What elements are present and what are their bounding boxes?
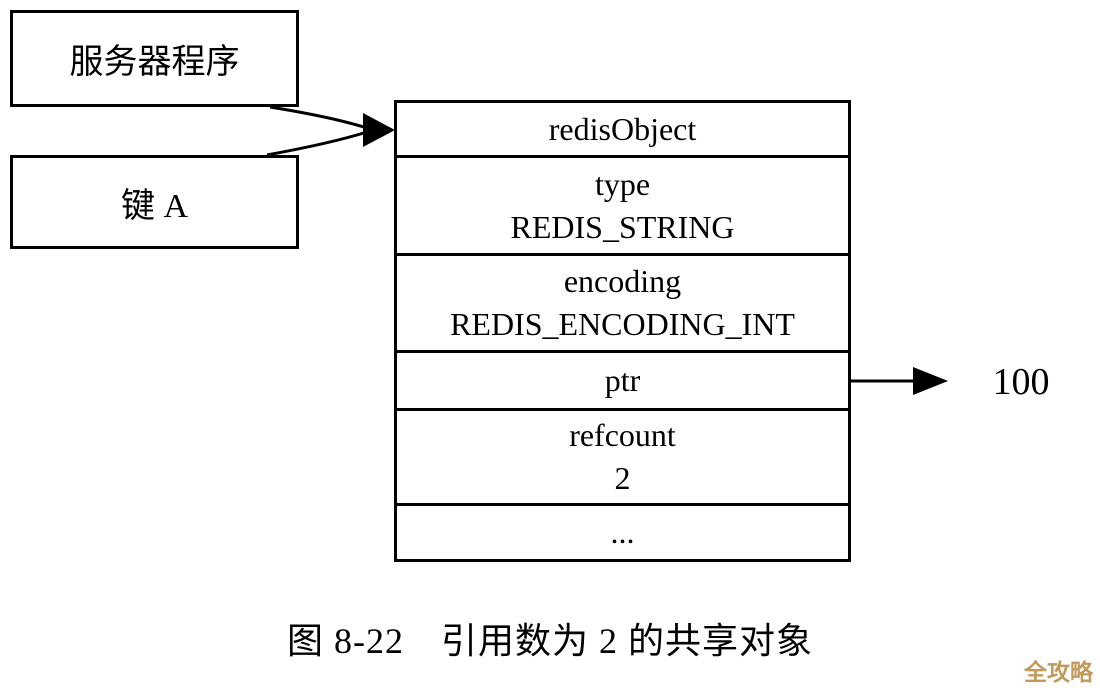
row-field-name: type [594, 165, 651, 202]
row-text: ... [610, 514, 635, 551]
table-row-encoding: encoding REDIS_ENCODING_INT [397, 256, 848, 353]
row-field-name: encoding [563, 263, 682, 300]
redis-object-table: redisObject type REDIS_STRING encoding R… [394, 100, 851, 562]
row-field-value: REDIS_STRING [510, 208, 735, 245]
key-a-box: 键 A [10, 155, 299, 249]
table-row-ellipsis: ... [397, 506, 848, 559]
row-field-value: 2 [614, 460, 631, 496]
server-program-label: 服务器程序 [69, 44, 240, 81]
ptr-target-value: 100 [992, 361, 1050, 403]
row-text: ptr [604, 362, 641, 399]
row-field-name: refcount [569, 417, 676, 454]
table-row-redisobject: redisObject [397, 103, 848, 158]
arrowhead-ptr-icon [913, 367, 948, 395]
server-program-box: 服务器程序 [10, 10, 299, 107]
row-field-value: REDIS_ENCODING_INT [450, 306, 795, 342]
watermark-text: 全攻略 [1024, 659, 1093, 685]
table-row-ptr: ptr [397, 353, 848, 411]
arrow-line-key-to-object [266, 130, 368, 157]
table-row-refcount: refcount 2 [397, 411, 848, 506]
key-a-label: 键 A [120, 187, 189, 225]
row-text: redisObject [548, 110, 697, 147]
table-row-type: type REDIS_STRING [397, 158, 848, 256]
arrowhead-to-object-icon [363, 113, 395, 147]
figure-caption: 图 8-22 引用数为 2 的共享对象 [287, 621, 813, 661]
arrow-line-server-to-object [269, 105, 368, 130]
